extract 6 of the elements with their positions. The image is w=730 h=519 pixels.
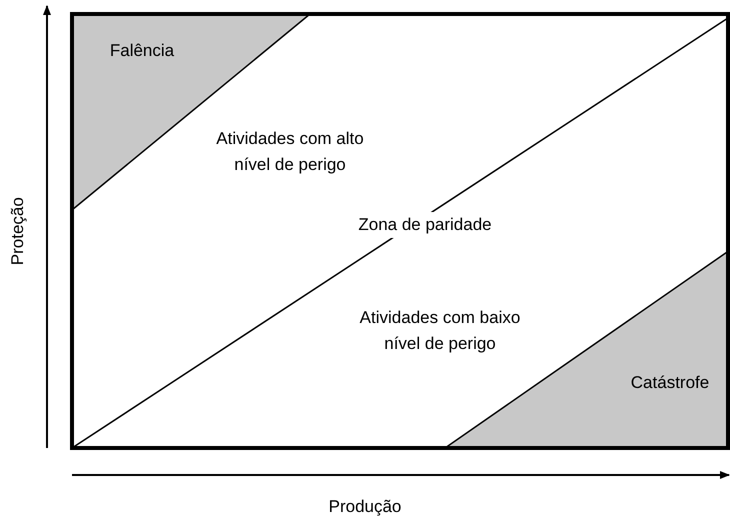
region-label: Falência	[108, 40, 176, 62]
axis-label: Proteção	[6, 196, 28, 268]
region-label: Catástrofe	[630, 372, 710, 394]
zone-label: Atividades com baixo nível de perigo	[358, 307, 522, 356]
zone-label: Atividades com alto nível de perigo	[215, 128, 365, 176]
axis-label: Produção	[328, 496, 402, 518]
